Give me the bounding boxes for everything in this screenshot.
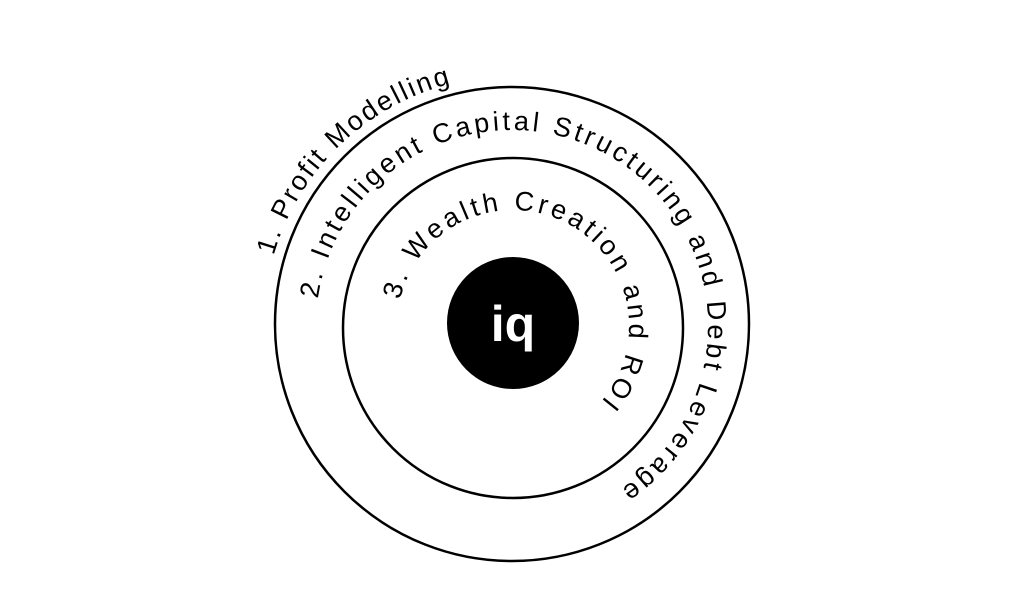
inner-ring [341,156,685,500]
core-circle [447,257,579,389]
ring-label-1-text: 1. Profit Modelling [251,61,452,258]
core-label: iq [491,296,535,352]
ring-label-1: 1. Profit Modelling [251,61,452,258]
outer-ring [273,85,751,563]
